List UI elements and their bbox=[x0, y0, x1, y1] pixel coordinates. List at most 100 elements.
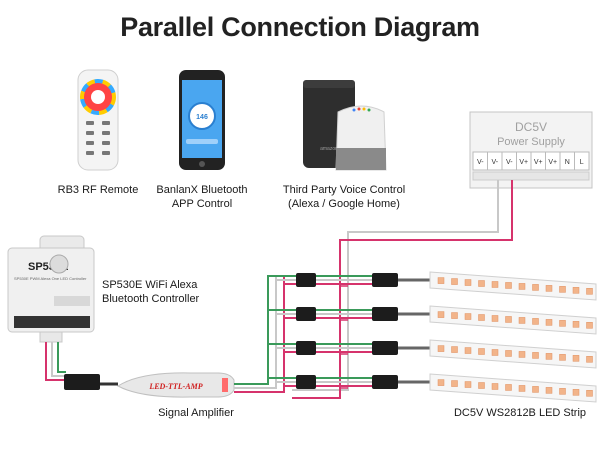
led-chip bbox=[545, 285, 553, 292]
controller-label-line2: Bluetooth Controller bbox=[102, 293, 200, 305]
led-chip bbox=[437, 379, 445, 386]
led-chip bbox=[505, 350, 512, 357]
led-chip bbox=[586, 322, 593, 329]
app-label-line1: BanlanX Bluetooth bbox=[156, 184, 247, 196]
app-label-line2: APP Control bbox=[172, 198, 232, 210]
strip-connector bbox=[296, 273, 316, 287]
led-chip bbox=[559, 286, 566, 293]
led-chip bbox=[545, 319, 553, 326]
terminal-label: V- bbox=[506, 159, 513, 166]
power-supply-title: DC5V bbox=[515, 120, 547, 134]
signal-bus bbox=[234, 275, 285, 393]
led-chip bbox=[464, 347, 472, 354]
led-chip bbox=[559, 320, 566, 327]
led-strip-row bbox=[268, 271, 597, 301]
jst-connector bbox=[64, 374, 100, 390]
google-home-icon bbox=[335, 105, 387, 171]
led-chip bbox=[505, 282, 512, 289]
echo-brand: amazon bbox=[320, 146, 338, 152]
strip-connector bbox=[296, 307, 316, 321]
strip-connector bbox=[296, 341, 316, 355]
led-chip bbox=[451, 346, 458, 353]
led-chip bbox=[491, 349, 499, 356]
led-chip bbox=[586, 390, 593, 397]
terminal-label: V+ bbox=[534, 159, 543, 166]
terminal-label: V- bbox=[477, 159, 484, 166]
terminal-label: V- bbox=[491, 159, 498, 166]
terminal-label: V+ bbox=[548, 159, 557, 166]
amplifier-label: Signal Amplifier bbox=[158, 407, 234, 419]
led-chip bbox=[505, 384, 512, 391]
led-strip-row bbox=[268, 339, 597, 369]
phone-app-icon: 146 bbox=[179, 70, 225, 170]
power-supply: DC5V Power Supply V- V- V- V+ V+ V+ N L bbox=[469, 111, 593, 189]
led-chip bbox=[464, 279, 472, 286]
power-supply-terminals: V- V- V- V+ V+ V+ N L bbox=[472, 151, 590, 171]
controller-power-button bbox=[49, 254, 69, 274]
led-chip bbox=[478, 382, 485, 389]
strip-label: DC5V WS2812B LED Strip bbox=[454, 407, 586, 419]
led-chip bbox=[451, 380, 458, 387]
led-chip bbox=[505, 316, 512, 323]
diagram-title: Parallel Connection Diagram bbox=[120, 12, 480, 42]
voice-label-line2: (Alexa / Google Home) bbox=[288, 198, 400, 210]
controller-wires bbox=[45, 342, 118, 386]
voice-label-line1: Third Party Voice Control bbox=[283, 184, 405, 196]
led-chip bbox=[491, 383, 499, 390]
led-chip bbox=[559, 354, 566, 361]
terminal-cell bbox=[574, 151, 590, 171]
led-chip bbox=[437, 345, 445, 352]
led-chip bbox=[518, 317, 526, 324]
led-chip bbox=[559, 388, 566, 395]
sp530e-controller: SP530E SP530E PWM Alexa One LED Controll… bbox=[7, 235, 95, 343]
strip-connector bbox=[372, 375, 398, 389]
controller-label-line1: SP530E WiFi Alexa bbox=[102, 279, 198, 291]
led-chip bbox=[572, 389, 580, 396]
led-strip-row bbox=[268, 373, 597, 403]
led-chip bbox=[532, 284, 539, 291]
led-chip bbox=[491, 281, 499, 288]
led-chip bbox=[532, 318, 539, 325]
led-chip bbox=[545, 353, 553, 360]
power-wires bbox=[292, 180, 513, 399]
power-supply-subtitle: Power Supply bbox=[497, 136, 565, 148]
led-strip bbox=[429, 339, 597, 369]
led-chip bbox=[437, 277, 445, 284]
amplifier-text: LED-TTL-AMP bbox=[148, 382, 202, 391]
led-chip bbox=[518, 283, 526, 290]
terminal-label: N bbox=[565, 159, 570, 166]
led-chip bbox=[478, 314, 485, 321]
led-chip bbox=[532, 352, 539, 359]
strip-connector bbox=[372, 307, 398, 321]
led-chip bbox=[437, 311, 445, 318]
signal-amplifier: LED-TTL-AMP bbox=[117, 372, 235, 398]
strip-connector bbox=[372, 341, 398, 355]
led-chip bbox=[572, 287, 580, 294]
led-chip bbox=[586, 288, 593, 295]
led-chip bbox=[451, 312, 458, 319]
led-chip bbox=[491, 315, 499, 322]
led-chip bbox=[518, 351, 526, 358]
remote-label: RB3 RF Remote bbox=[58, 184, 139, 196]
led-strip bbox=[429, 271, 597, 301]
phone-screen-value: 146 bbox=[196, 114, 208, 121]
led-chip bbox=[478, 280, 485, 287]
led-strip bbox=[429, 373, 597, 403]
led-chip bbox=[464, 313, 472, 320]
led-chip bbox=[572, 321, 580, 328]
led-strip bbox=[429, 305, 597, 335]
led-strip-row bbox=[268, 305, 597, 335]
led-chip bbox=[586, 356, 593, 363]
led-chip bbox=[572, 355, 580, 362]
strip-connector bbox=[372, 273, 398, 287]
led-strips bbox=[268, 271, 597, 403]
rf-remote-icon bbox=[77, 69, 119, 171]
led-chip bbox=[545, 387, 553, 394]
terminal-label: V+ bbox=[519, 159, 528, 166]
controller-desc: SP530E PWM Alexa One LED Controller bbox=[14, 276, 87, 281]
led-chip bbox=[532, 386, 539, 393]
led-chip bbox=[478, 348, 485, 355]
terminal-label: L bbox=[580, 159, 584, 166]
